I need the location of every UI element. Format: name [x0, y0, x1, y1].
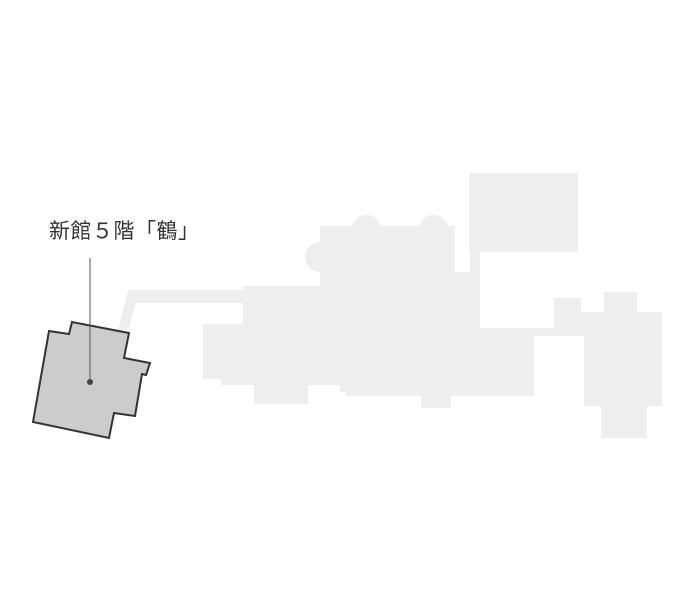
room-label: 新館５階「鶴」 [49, 219, 200, 243]
room-marker-dot [87, 379, 93, 385]
main-building [203, 214, 534, 408]
east-connector [534, 328, 584, 336]
corridor [118, 290, 243, 330]
rear-building [469, 173, 578, 252]
other-buildings [118, 173, 662, 438]
east-wing [554, 292, 662, 438]
